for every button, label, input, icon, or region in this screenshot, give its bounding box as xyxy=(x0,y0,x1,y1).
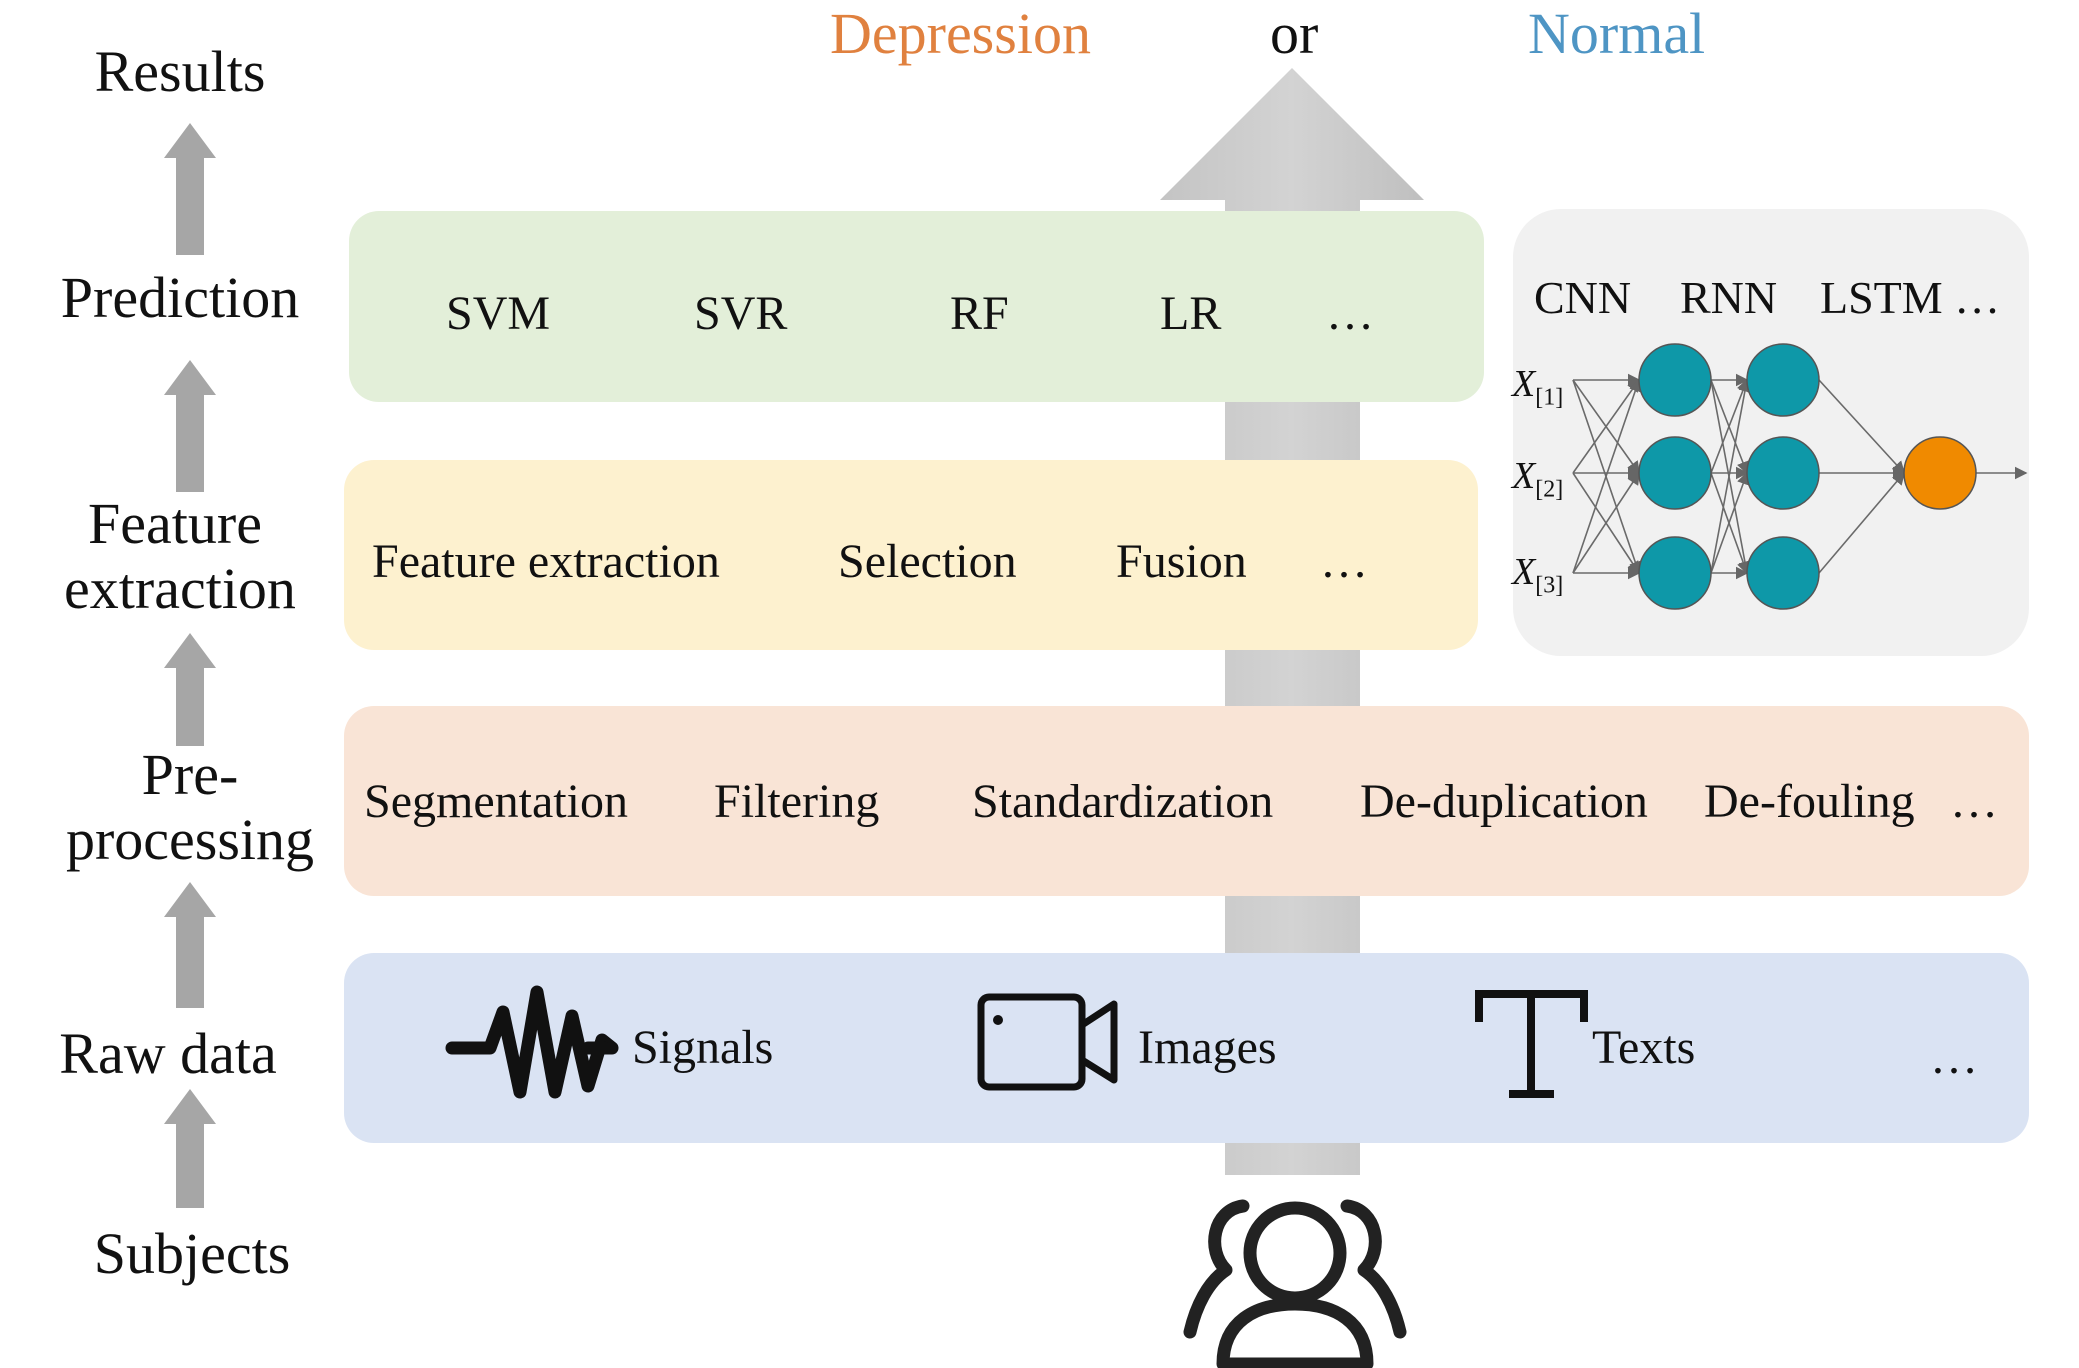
stage-results: Results xyxy=(94,39,266,104)
raw-item-signals: Signals xyxy=(632,1021,774,1074)
result-normal: Normal xyxy=(1528,1,1706,66)
nn-edge-in-1-0 xyxy=(1572,378,1640,474)
feature-item-selection: Selection xyxy=(838,535,1017,588)
nn-edge-h2-0 xyxy=(1818,379,1906,475)
nn-edge-in-2-1 xyxy=(1572,471,1640,574)
pre-item-deduplication: De-duplication xyxy=(1360,775,1648,828)
prediction-item-ellipsis: … xyxy=(1326,287,1374,340)
nn-input-x3: X[3] xyxy=(1512,551,1564,599)
pre-item-ellipsis: … xyxy=(1950,775,1998,828)
nn-node-layer2-2 xyxy=(1746,536,1820,610)
raw-item-texts: Texts xyxy=(1592,1021,1696,1074)
stage-prediction: Prediction xyxy=(60,265,300,330)
stage-pre-line1: Pre- xyxy=(141,742,239,807)
nn-node-layer2-1 xyxy=(1746,436,1820,510)
pre-item-defouling: De-fouling xyxy=(1704,775,1915,828)
stage-feature-line1: Feature xyxy=(88,491,262,556)
stage-raw-data: Raw data xyxy=(59,1021,277,1086)
nn-input-x2: X[2] xyxy=(1512,455,1564,503)
nn-edge-in-2-0 xyxy=(1572,378,1642,574)
nn-label-cnn: CNN xyxy=(1534,272,1632,323)
stage-subjects: Subjects xyxy=(93,1221,291,1286)
nn-node-output xyxy=(1903,436,1977,510)
nn-node-layer1-1 xyxy=(1638,436,1712,510)
prediction-item-svr: SVR xyxy=(694,287,788,340)
preprocessing-band xyxy=(344,706,2029,896)
result-or: or xyxy=(1270,1,1319,66)
nn-edge-h1-1-0 xyxy=(1710,378,1749,474)
pre-item-standardization: Standardization xyxy=(972,775,1274,828)
nn-input-x1: X[1] xyxy=(1512,363,1564,411)
stage-feature-line2: extraction xyxy=(64,556,296,621)
result-depression: Depression xyxy=(830,1,1091,66)
nn-edge-h1-2-1 xyxy=(1710,471,1750,574)
nn-edge-h2-2 xyxy=(1818,471,1906,574)
prediction-item-svm: SVM xyxy=(446,287,551,340)
left-up-arrow-4 xyxy=(164,882,216,1008)
left-up-arrow-2 xyxy=(164,360,216,492)
feature-item-ellipsis: … xyxy=(1320,535,1368,588)
feature-item-fusion: Fusion xyxy=(1116,535,1247,588)
left-up-arrow-3 xyxy=(164,633,216,746)
left-up-arrow-5 xyxy=(164,1089,216,1208)
raw-data-band xyxy=(344,953,2029,1143)
prediction-item-rf: RF xyxy=(950,287,1009,340)
left-up-arrow-1 xyxy=(164,123,216,255)
nn-node-layer2-0 xyxy=(1746,343,1820,417)
prediction-item-lr: LR xyxy=(1160,287,1222,340)
prediction-band xyxy=(349,211,1484,402)
pre-item-filtering: Filtering xyxy=(714,775,880,828)
feature-band xyxy=(344,460,1478,650)
stage-pre-line2: processing xyxy=(65,807,315,872)
raw-item-ellipsis: … xyxy=(1930,1031,1978,1084)
nn-node-layer1-2 xyxy=(1638,536,1712,610)
nn-node-layer1-0 xyxy=(1638,343,1712,417)
feature-item-extraction: Feature extraction xyxy=(372,535,720,588)
raw-item-images: Images xyxy=(1138,1021,1277,1074)
pre-item-segmentation: Segmentation xyxy=(364,775,628,828)
nn-edge-h1-2-0 xyxy=(1710,378,1752,574)
nn-label-lstm: LSTM … xyxy=(1820,272,2001,323)
nn-label-rnn: RNN xyxy=(1680,272,1778,323)
